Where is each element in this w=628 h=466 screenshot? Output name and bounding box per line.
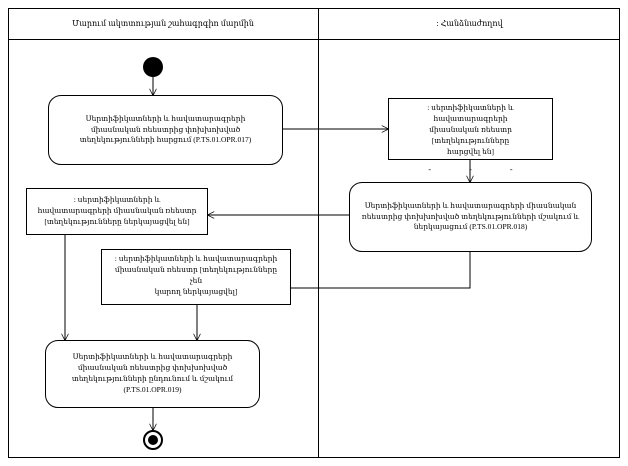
swimlane-divider xyxy=(318,8,319,458)
dash-3: - xyxy=(509,165,513,175)
object-node-information-provided[interactable]: : սերտիֆիկատների և հավատարագրերի միասնակ… xyxy=(26,188,208,235)
initial-node xyxy=(143,57,163,77)
dash-2: - xyxy=(469,165,472,175)
object-node-request-sent-label: : սերտիֆիկատների և հավատարագրերի միասնակ… xyxy=(427,103,514,156)
activity-node-opr-017[interactable]: Սերտիֆիկատների և հավատարագրերի միասնական… xyxy=(48,95,283,165)
object-node-information-not-provided[interactable]: : սերտիֆիկատների և հավատարագրերի միասնակ… xyxy=(101,249,291,305)
activity-node-opr-017-label: Սերտիֆիկատների և հավատարագրերի միասնական… xyxy=(79,113,252,145)
object-node-request-sent-dashes: - - - xyxy=(409,166,531,174)
object-node-request-sent[interactable]: : սերտիֆիկատների և հավատարագրերի միասնակ… xyxy=(388,98,553,174)
swimlane-frame xyxy=(8,8,620,458)
object-node-information-provided-label: : սերտիֆիկատների և հավատարագրերի միասնակ… xyxy=(37,195,197,226)
swimlane-title-right: : Հանձնաժողով xyxy=(436,19,503,28)
swimlane-header-rule xyxy=(8,39,620,40)
dash-1: - xyxy=(428,165,432,175)
activity-node-opr-018-label: Սերտիֆիկատների և հավատարագրերի միասնական… xyxy=(361,200,580,232)
activity-node-opr-019-label: Սերտիֆիկատների և հավատարագրերի միասնական… xyxy=(71,352,234,394)
activity-node-opr-018[interactable]: Սերտիֆիկատների և հավատարագրերի միասնական… xyxy=(349,182,592,252)
object-node-information-not-provided-label: : սերտիֆիկատների և հավատարագրերի միասնակ… xyxy=(114,254,278,296)
final-node xyxy=(143,430,163,450)
swimlane-title-left: Մարում ակտտության շահագրգիո մարմին xyxy=(72,19,254,28)
activity-node-opr-019[interactable]: Սերտիֆիկատների և հավատարագրերի միասնական… xyxy=(45,340,260,408)
